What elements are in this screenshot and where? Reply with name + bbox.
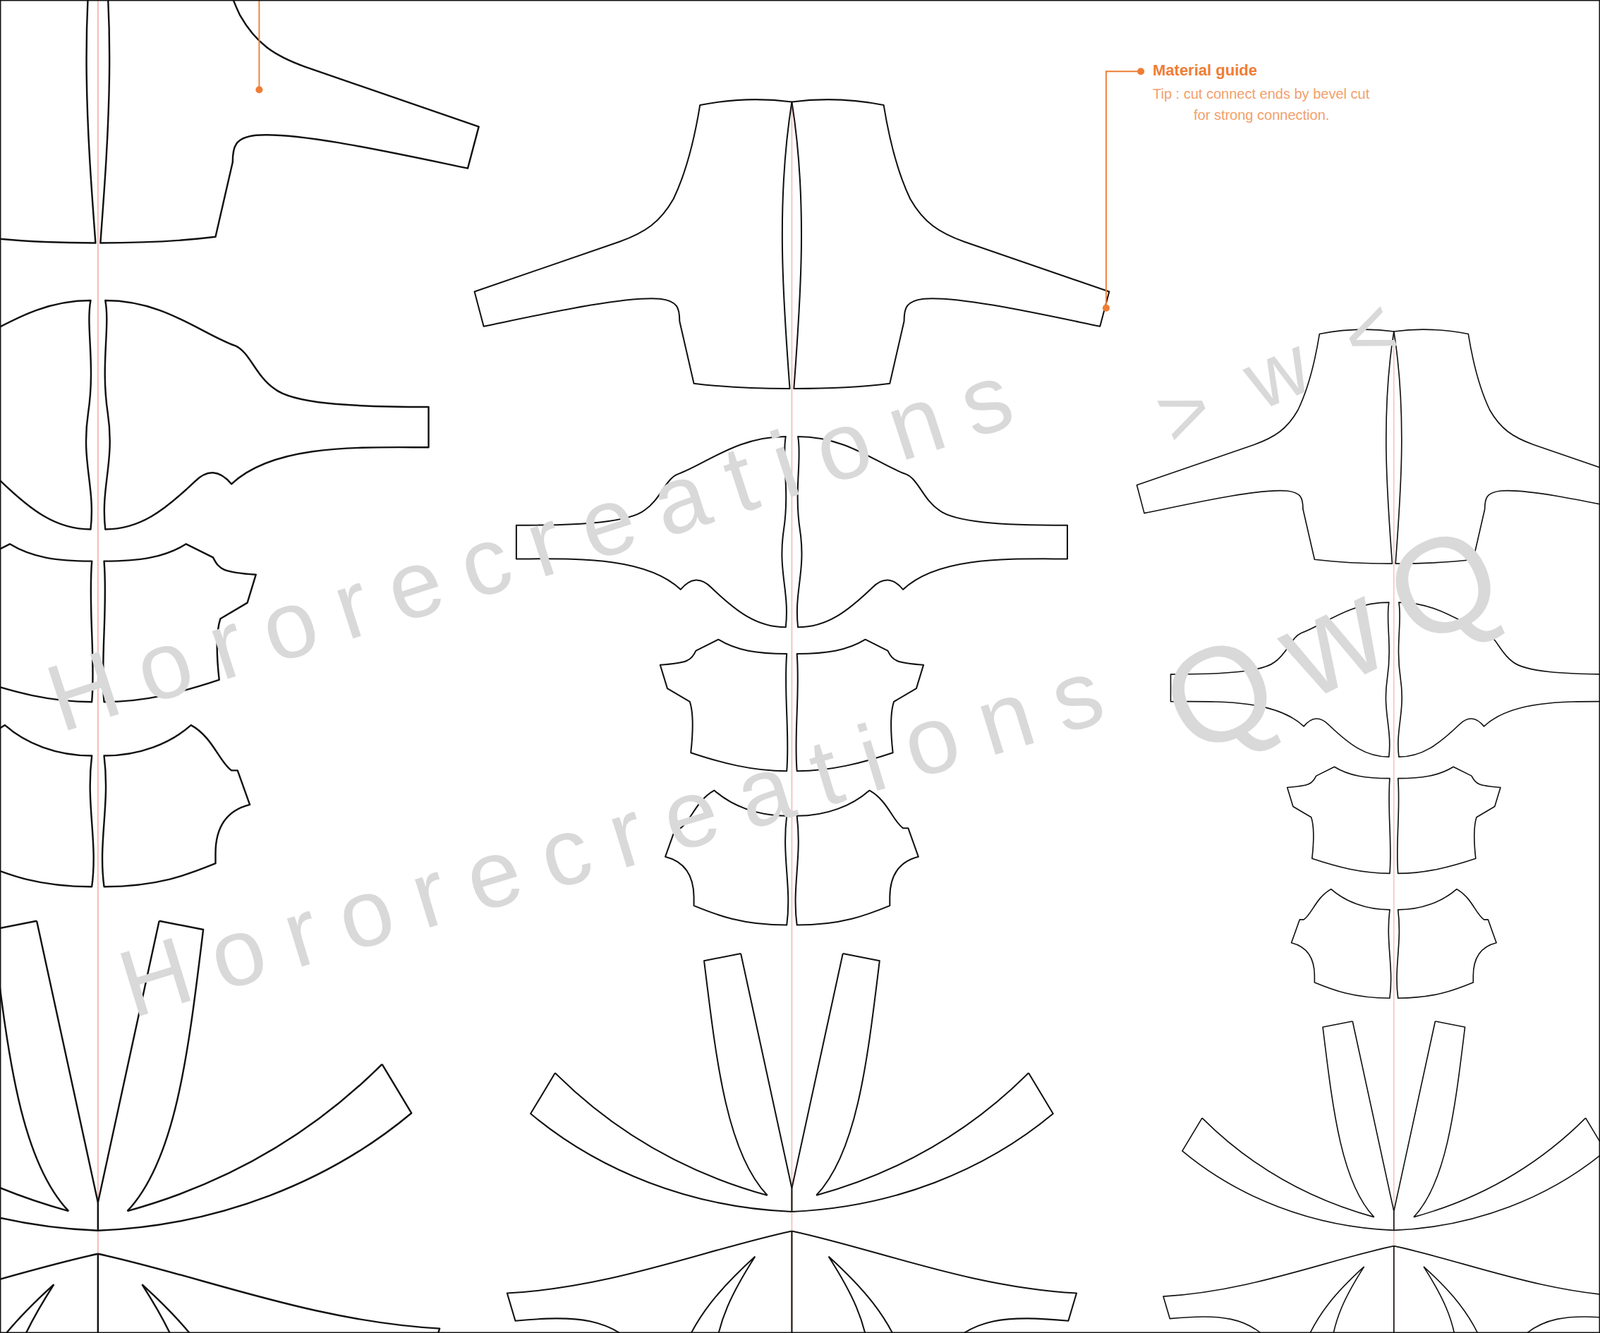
- watermark: >w<: [1144, 265, 1450, 460]
- watermark: QwQ: [1142, 491, 1541, 777]
- material-guide-tip: Tip : cut connect ends by bevel cut for …: [1152, 83, 1375, 126]
- watermark: Hororecreations: [35, 340, 1045, 748]
- material-guide-title: Material guide: [1152, 60, 1258, 81]
- watermark: Hororecreations: [108, 636, 1137, 1034]
